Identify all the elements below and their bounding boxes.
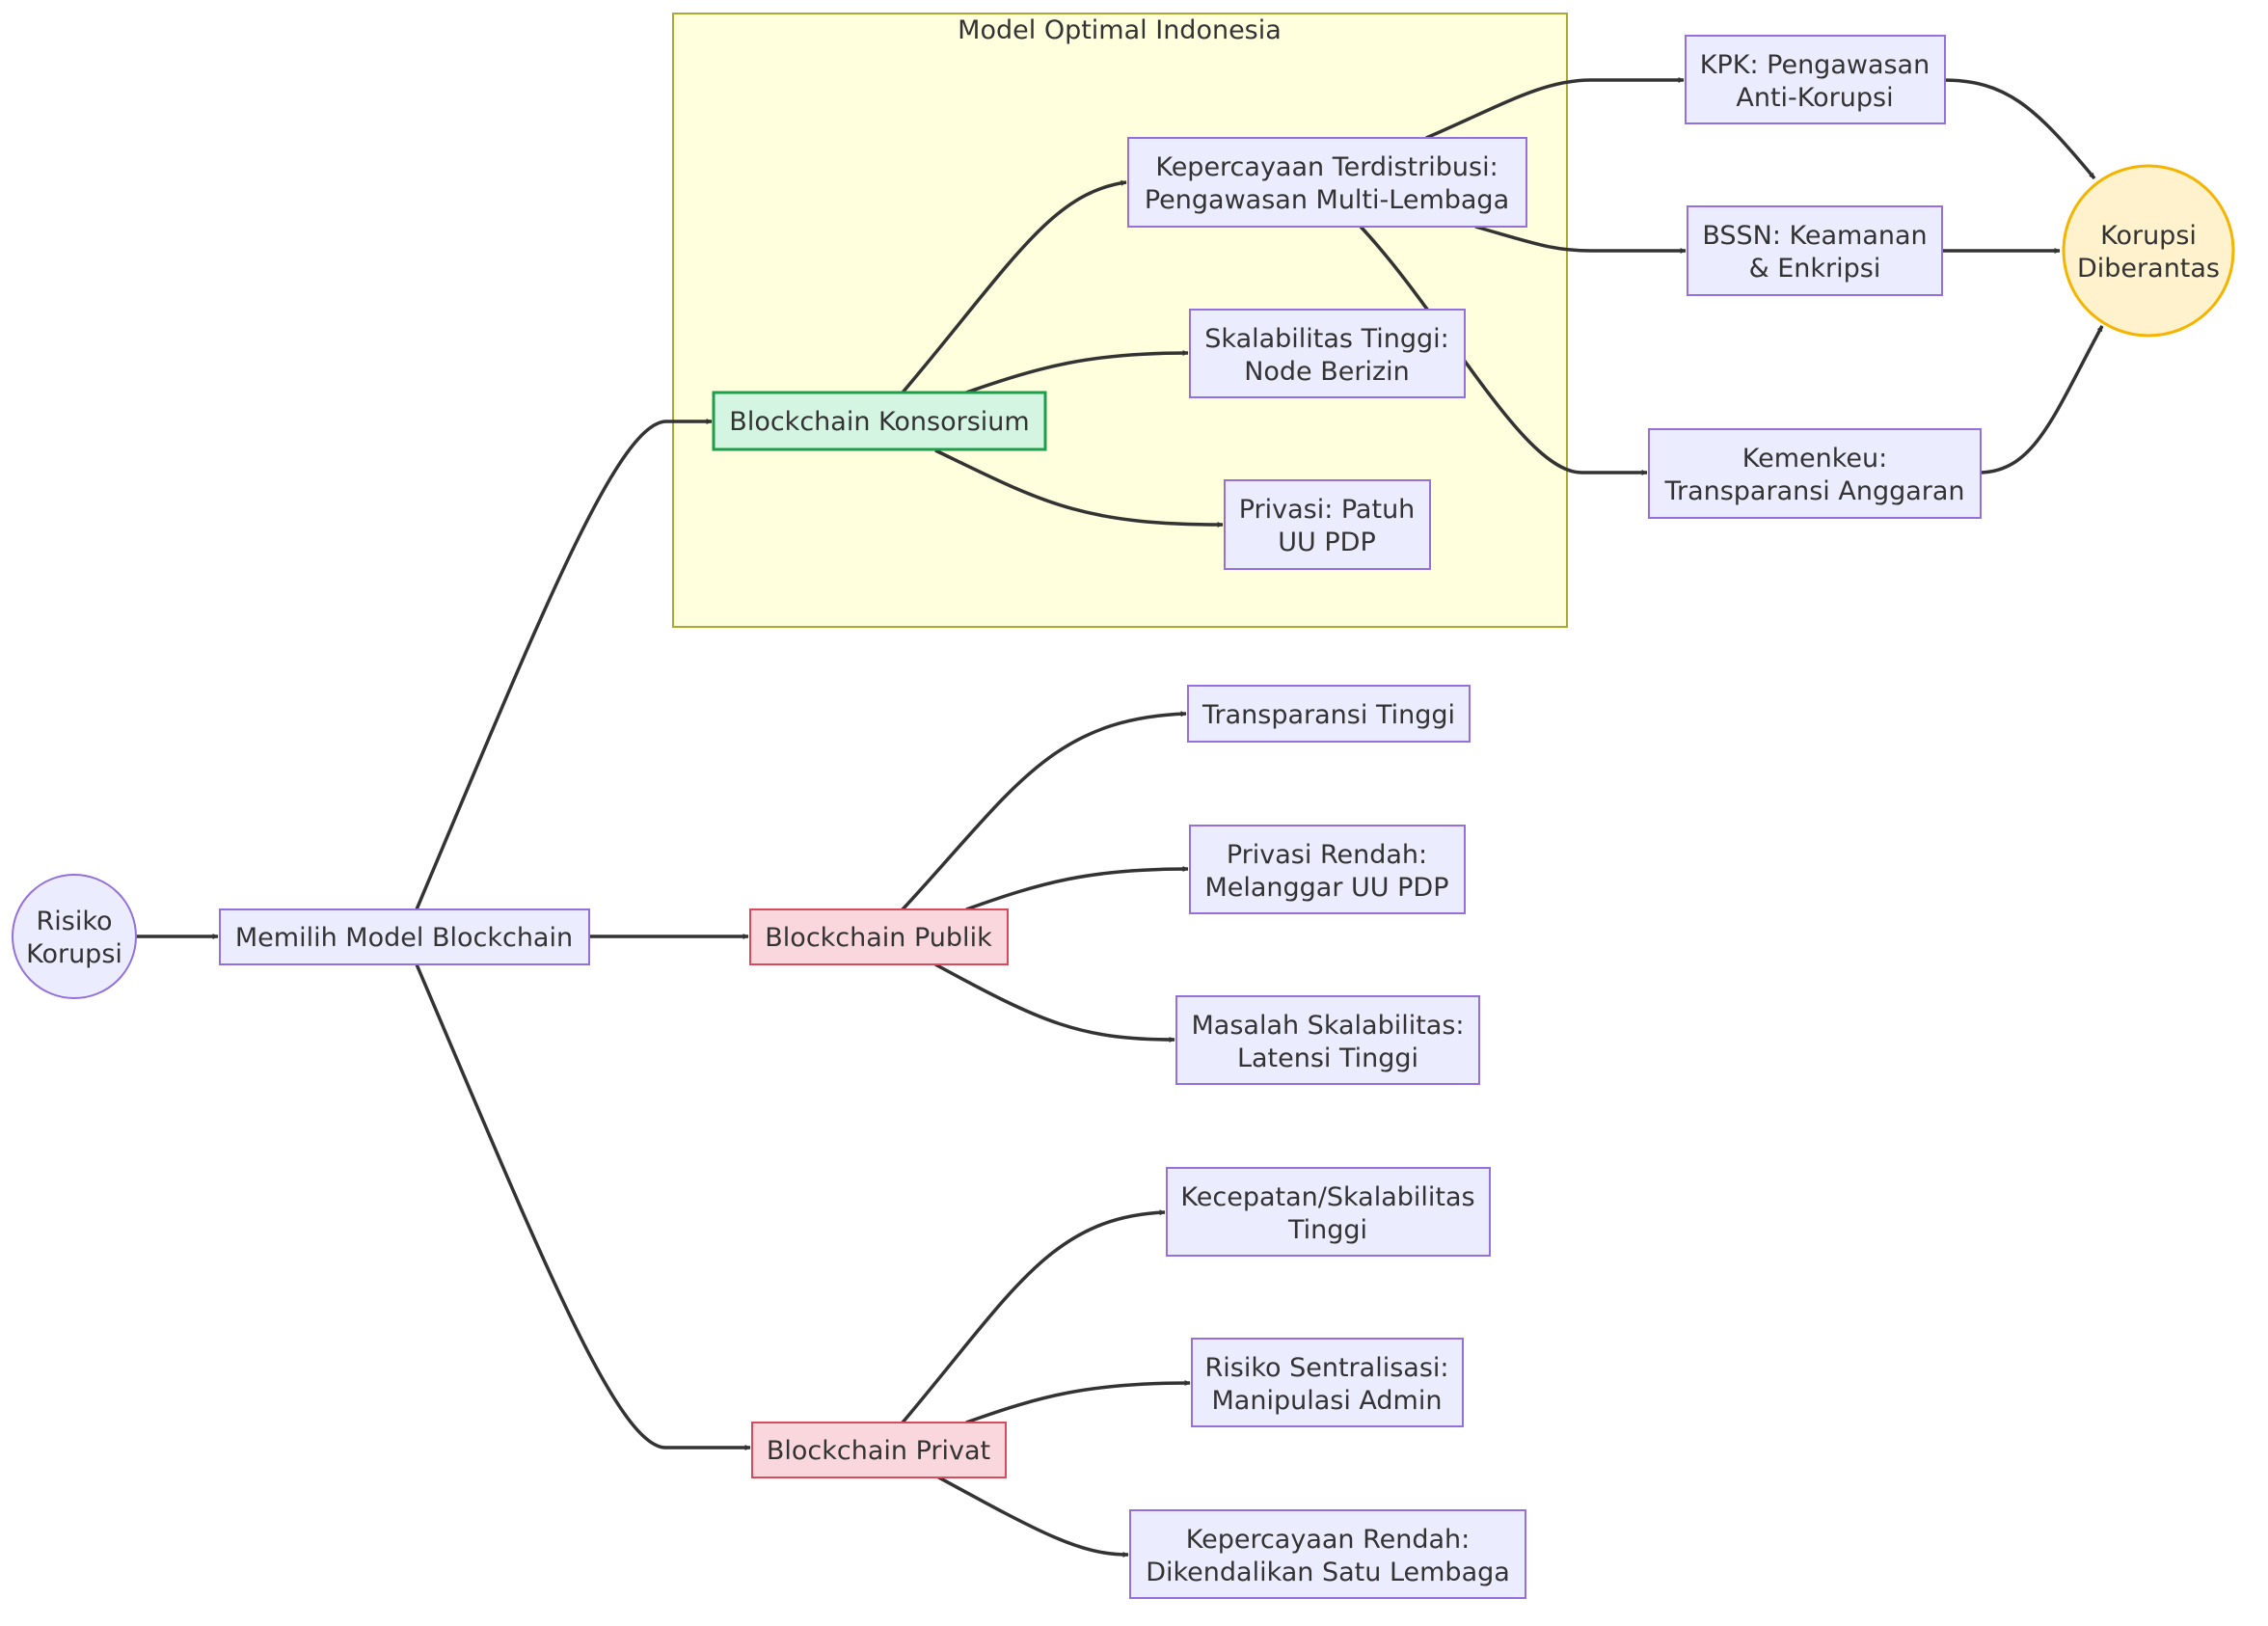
node-label: Transparansi Anggaran [1663,476,1964,506]
cluster-title: Model Optimal Indonesia [958,15,1282,45]
node-kemenkeu[interactable]: Kemenkeu: Transparansi Anggaran [1648,428,1982,519]
node-label: Latensi Tinggi [1237,1043,1418,1073]
node-label: Kepercayaan Rendah: [1186,1525,1471,1555]
node-shape [751,1422,1007,1478]
edge-kepercayaan-kpk [1425,77,1685,140]
edges [136,77,2104,1558]
node-label: Risiko Sentralisasi: [1205,1353,1449,1383]
edge-memilih-konsorsium [415,419,713,910]
node-label: Pengawasan Multi-Lembaga [1145,185,1509,215]
node-shape [1189,309,1466,398]
edge-privat-kecepatan [901,1209,1166,1424]
node-label: Blockchain Konsorsium [729,407,1029,437]
node-label: Privasi: Patuh [1239,495,1416,525]
node-masalah-skalabilitas[interactable]: Masalah Skalabilitas: Latensi Tinggi [1175,995,1480,1085]
edge-konsorsium-kepercayaan [901,179,1127,394]
node-label: Node Berizin [1244,357,1410,387]
edge-privat-risiko-sentralisasi [965,1380,1191,1424]
node-shape [2062,164,2235,338]
node-kepercayaan-terdistribusi[interactable]: Kepercayaan Terdistribusi: Pengawasan Mu… [1127,137,1527,228]
node-label: Blockchain Privat [767,1436,990,1466]
node-shape [1687,205,1943,296]
node-label: & Enkripsi [1749,254,1881,284]
node-label: Masalah Skalabilitas: [1191,1011,1464,1041]
node-label: Blockchain Publik [765,923,992,953]
node-privasi-rendah[interactable]: Privasi Rendah: Melanggar UU PDP [1189,825,1466,914]
node-label: Risiko [36,907,112,936]
node-label: Tinggi [1287,1215,1367,1245]
node-shape [1685,35,1946,124]
node-label: Transparansi Tinggi [1202,700,1455,730]
node-shape [219,908,590,965]
edge-publik-privasi-rendah [965,866,1189,911]
node-label: Kepercayaan Terdistribusi: [1155,152,1498,182]
node-shape [1127,137,1527,228]
node-risiko-sentralisasi[interactable]: Risiko Sentralisasi: Manipulasi Admin [1191,1338,1464,1427]
node-label: Manipulasi Admin [1212,1386,1443,1416]
edge-konsorsium-skalabilitas [965,350,1189,394]
node-shape [1224,479,1431,570]
node-label: Korupsi [26,939,122,969]
node-label: Memilih Model Blockchain [235,923,573,953]
nodes: Risiko Korupsi Memilih Model Blockchain … [12,35,2235,1599]
node-label: KPK: Pengawasan [1700,50,1930,80]
node-memilih-model-blockchain[interactable]: Memilih Model Blockchain [219,908,590,965]
node-label: Kemenkeu: [1742,444,1888,474]
node-blockchain-konsorsium[interactable]: Blockchain Konsorsium [712,391,1047,451]
node-bssn[interactable]: BSSN: Keamanan & Enkripsi [1687,205,1943,296]
node-shape [1648,428,1982,519]
node-shape [1175,995,1480,1085]
node-label: UU PDP [1278,528,1375,557]
node-shape [12,874,137,999]
node-label: Anti-Korupsi [1736,83,1893,113]
edge-privat-kepercayaan-rendah [934,1474,1129,1558]
node-shape [712,391,1047,451]
node-shape [1189,825,1466,914]
node-label: Kecepatan/Skalabilitas [1180,1182,1474,1212]
node-shape [1187,685,1471,743]
node-label: Korupsi [2100,221,2197,251]
node-shape [1166,1167,1491,1257]
edge-publik-masalah [934,962,1175,1043]
node-blockchain-publik[interactable]: Blockchain Publik [749,908,1009,965]
node-risiko-korupsi[interactable]: Risiko Korupsi [12,874,137,999]
node-kepercayaan-rendah[interactable]: Kepercayaan Rendah: Dikendalikan Satu Le… [1129,1509,1526,1599]
node-transparansi-tinggi[interactable]: Transparansi Tinggi [1187,685,1471,743]
node-kpk[interactable]: KPK: Pengawasan Anti-Korupsi [1685,35,1946,124]
node-blockchain-privat[interactable]: Blockchain Privat [751,1422,1007,1478]
node-kecepatan-skalabilitas[interactable]: Kecepatan/Skalabilitas Tinggi [1166,1167,1491,1257]
node-label: Diberantas [2077,254,2220,284]
edge-kpk-korupsi [1942,78,2096,180]
node-label: Melanggar UU PDP [1204,873,1448,903]
edge-memilih-privat [415,963,751,1450]
edge-konsorsium-privasi [934,448,1224,528]
node-shape [1191,1338,1464,1427]
edge-kepercayaan-bssn [1474,225,1687,254]
node-korupsi-diberantas[interactable]: Korupsi Diberantas [2062,164,2235,338]
node-shape [749,908,1009,965]
edge-kemenkeu-korupsi [1978,325,2104,474]
node-label: Privasi Rendah: [1227,840,1427,870]
node-label: Dikendalikan Satu Lembaga [1146,1558,1510,1587]
edge-kepercayaan-kemenkeu [1359,225,1648,475]
edge-publik-transparansi [901,711,1187,911]
node-skalabilitas-tinggi[interactable]: Skalabilitas Tinggi: Node Berizin [1189,309,1466,398]
node-privasi-patuh[interactable]: Privasi: Patuh UU PDP [1224,479,1431,570]
node-label: BSSN: Keamanan [1702,221,1927,251]
node-label: Skalabilitas Tinggi: [1204,324,1448,354]
node-shape [1129,1509,1526,1599]
